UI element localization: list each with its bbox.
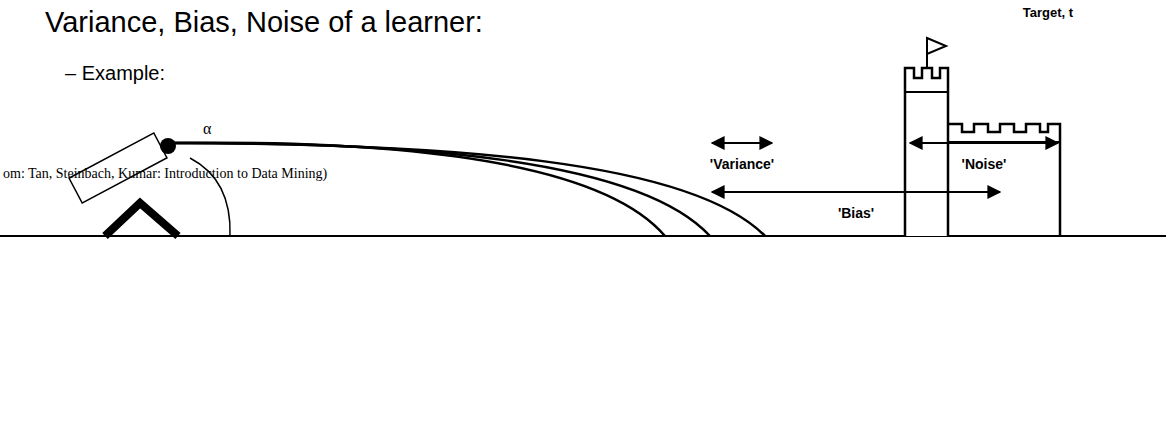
variance-arrow bbox=[712, 142, 772, 144]
castle-wall bbox=[948, 124, 1060, 236]
variance-label: 'Variance' bbox=[710, 156, 774, 172]
trajectory bbox=[172, 143, 665, 236]
noise-arrow bbox=[910, 142, 1058, 144]
trajectory bbox=[172, 143, 710, 236]
source-citation: om: Tan, Steinbach, Kumar: Introduction … bbox=[3, 166, 327, 182]
bias-label: 'Bias' bbox=[838, 205, 874, 221]
trajectory bbox=[172, 143, 765, 236]
catapult-stand bbox=[105, 203, 178, 236]
noise-label: 'Noise' bbox=[962, 156, 1007, 172]
projectile bbox=[160, 138, 176, 154]
bullet-text: – Example: bbox=[65, 62, 165, 85]
target-label: Target, t bbox=[1023, 6, 1073, 21]
slide-title: Variance, Bias, Noise of a learner: bbox=[45, 6, 483, 39]
castle-tower bbox=[905, 91, 948, 93]
angle-symbol: α bbox=[203, 120, 211, 138]
castle-tower bbox=[905, 68, 948, 236]
flag bbox=[927, 38, 946, 54]
bias-arrow bbox=[712, 191, 1000, 193]
